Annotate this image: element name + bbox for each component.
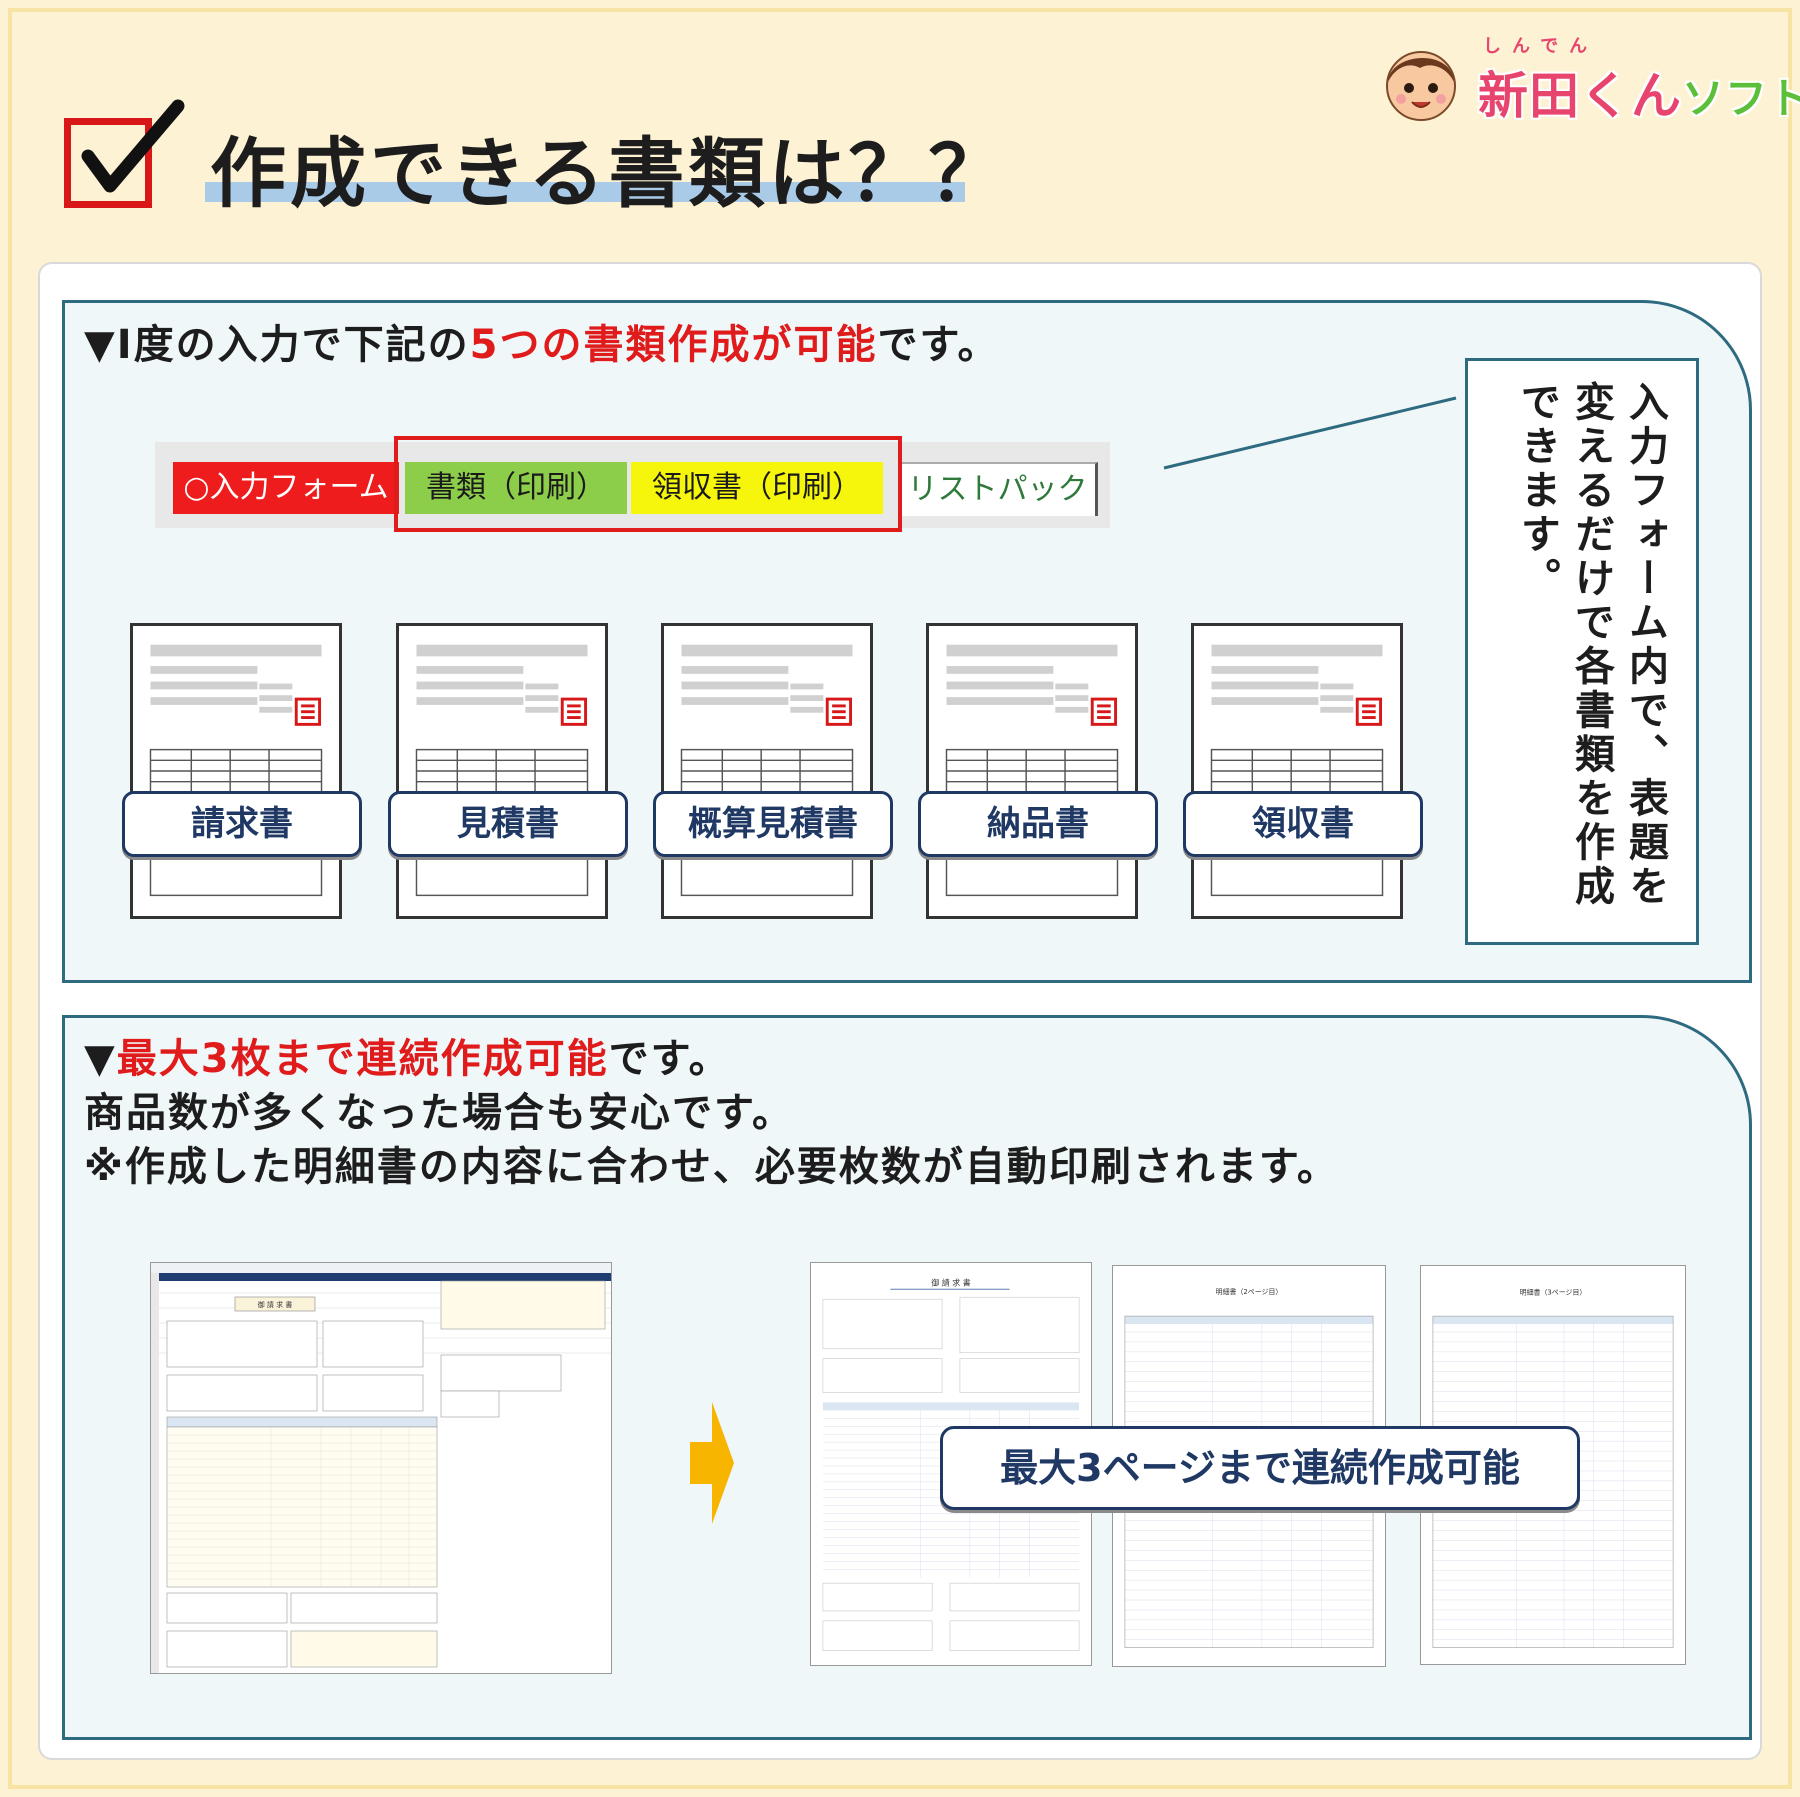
note-text: 入力フォーム内で、表題を変えるだけで各書類を作成できます。 — [1514, 381, 1668, 909]
document-icon — [396, 623, 608, 919]
section2-line1-prefix: ▼ — [84, 1036, 117, 1082]
logo-main: 新田くん — [1478, 67, 1682, 125]
document-card: 請求書 — [122, 623, 362, 923]
sheet-tab-bar: ○入力フォーム 書類（印刷） 領収書（印刷） リストパック — [155, 442, 1110, 528]
input-form-screenshot: 御 請 求 書 — [150, 1262, 612, 1674]
screenshot-title: 御 請 求 書 — [258, 1300, 293, 1309]
title-underline — [205, 182, 965, 202]
section1-heading-suffix: です。 — [877, 322, 1000, 368]
document-label-invoice: 請求書 — [122, 791, 362, 857]
document-icon — [1191, 623, 1403, 919]
brand-logo: しんでん 新田くんソフト — [1380, 34, 1800, 125]
document-label-delivery: 納品書 — [918, 791, 1158, 857]
tab-highlight-frame — [394, 436, 902, 532]
section1-heading: ▼I度の入力で下記の5つの書類作成が可能です。 — [84, 312, 1000, 370]
section2-line2: 商品数が多くなった場合も安心です。 — [84, 1090, 794, 1136]
tab-docs-print[interactable]: 書類（印刷） — [405, 462, 627, 514]
pages-label: 最大3ページまで連続作成可能 — [940, 1426, 1580, 1510]
tab-list-pack[interactable]: リストパック — [900, 462, 1098, 516]
note-box: 入力フォーム内で、表題を変えるだけで各書類を作成できます。 — [1465, 358, 1699, 945]
section2-line3: ※作成した明細書の内容に合わせ、必要枚数が自動印刷されます。 — [84, 1144, 1339, 1190]
section2-line1: ▼最大3枚まで連続作成可能です。 — [84, 1026, 731, 1084]
document-label-receipt: 領収書 — [1183, 791, 1423, 857]
page3-title: 明細書（3ページ目） — [1520, 1287, 1587, 1296]
section1-heading-emphasis: 5つの書類作成が可能 — [469, 322, 878, 368]
section1-heading-prefix: ▼I度の入力で下記の — [84, 322, 470, 368]
tab-input-form[interactable]: ○入力フォーム — [173, 462, 399, 514]
document-card: 納品書 — [918, 623, 1158, 923]
document-label-rough-estimate: 概算見積書 — [653, 791, 893, 857]
checkbox-frame — [64, 118, 152, 208]
document-card: 領収書 — [1183, 623, 1423, 923]
checkmark-icon — [81, 99, 185, 193]
document-label-estimate: 見積書 — [388, 791, 628, 857]
logo-soft: ソフト — [1682, 74, 1800, 123]
mascot-face-icon — [1386, 51, 1456, 121]
page-title: 作成できる書類は？？ — [210, 129, 1009, 218]
tab-receipt-print[interactable]: 領収書（印刷） — [631, 462, 883, 514]
logo-ruby: しんでん — [1483, 36, 1599, 57]
document-icon — [130, 623, 342, 919]
arrow-right-icon — [690, 1402, 734, 1524]
section2-line1-suffix: です。 — [608, 1036, 731, 1082]
document-card: 概算見積書 — [653, 623, 893, 923]
document-card: 見積書 — [388, 623, 628, 923]
document-icon — [926, 623, 1138, 919]
section2-line1-emphasis: 最大3枚まで連続作成可能 — [116, 1036, 609, 1082]
page1-title: 御 請 求 書 — [931, 1277, 970, 1287]
callout-line — [1163, 396, 1457, 470]
page2-title: 明細書（2ページ目） — [1216, 1287, 1283, 1296]
page-frame — [8, 8, 1792, 1789]
logo-text: 新田くんソフト — [1478, 56, 1800, 128]
document-icon — [661, 623, 873, 919]
